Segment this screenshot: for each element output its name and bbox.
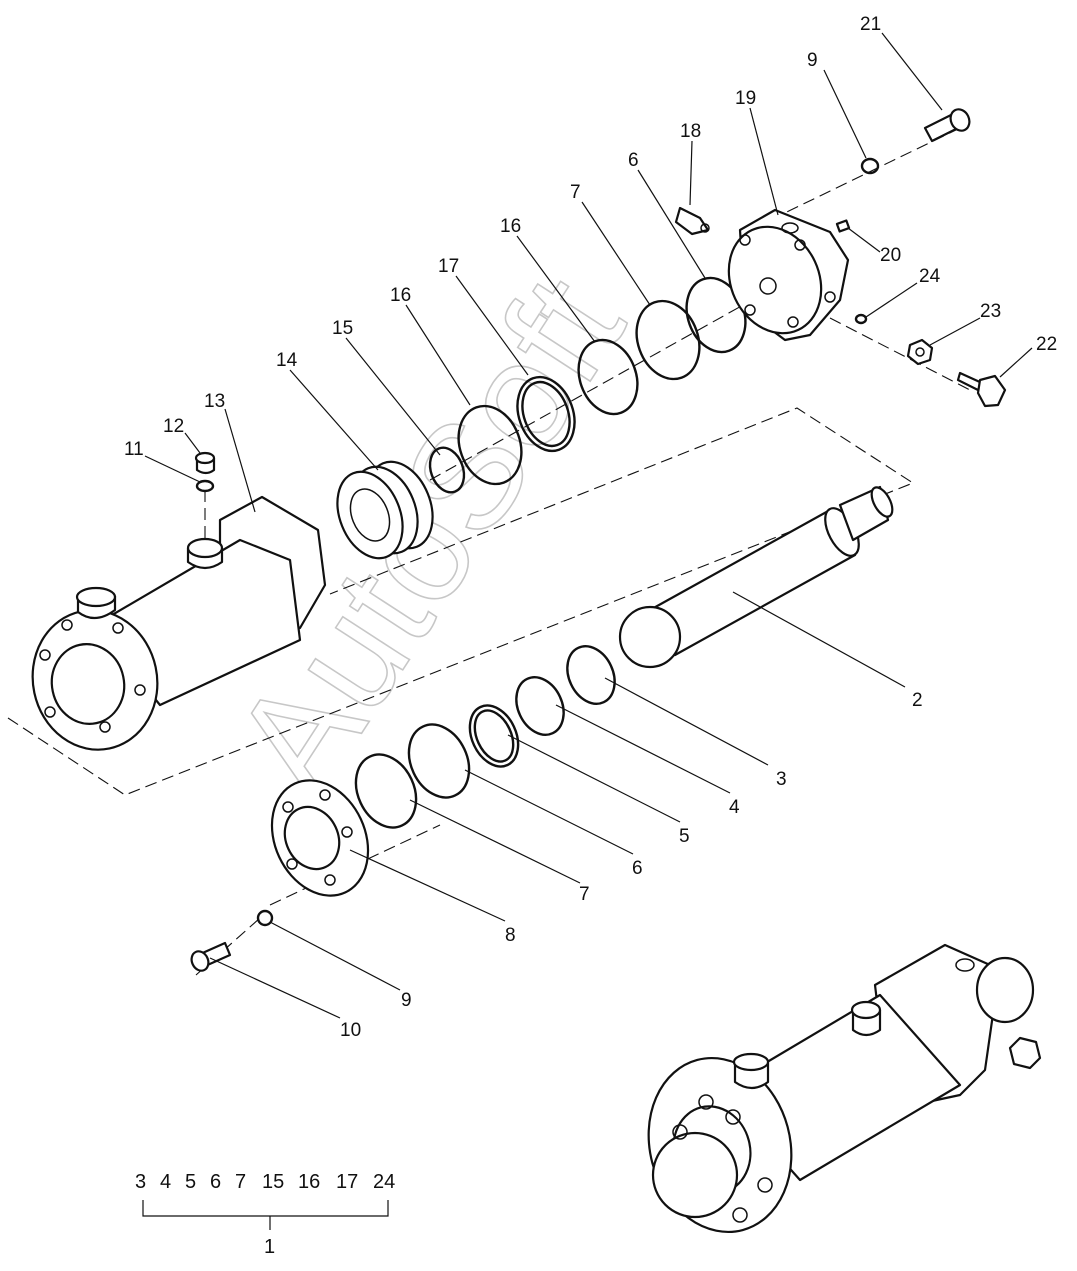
callout-3: 3 — [776, 769, 787, 790]
callout-2: 2 — [912, 690, 923, 711]
seal-washer-small — [195, 479, 215, 493]
callout-5: 5 — [679, 826, 690, 847]
hex-bolt — [956, 371, 1007, 408]
callout-23: 23 — [980, 301, 1001, 322]
piston — [336, 460, 434, 560]
kit-item: 4 — [160, 1171, 171, 1193]
leader-lines — [144, 32, 1033, 1019]
callout-6-upper: 6 — [628, 150, 639, 171]
plug-screw — [194, 451, 216, 475]
rod-end-flange — [270, 779, 370, 897]
socket-cap-screw-lower — [190, 941, 232, 972]
callout-12: 12 — [163, 416, 184, 437]
callout-24: 24 — [919, 266, 941, 287]
kit-item: 16 — [298, 1171, 320, 1193]
callout-16-lower: 16 — [390, 285, 411, 306]
kit-item: 15 — [262, 1171, 284, 1193]
callout-7-lower: 7 — [579, 884, 590, 905]
callout-17: 17 — [438, 256, 459, 277]
washer-lower — [256, 909, 274, 927]
kit-label: 1 — [264, 1236, 275, 1258]
callout-20: 20 — [880, 245, 901, 266]
callout-16-upper: 16 — [500, 216, 521, 237]
callout-labels: 21 9 19 18 6 7 16 17 16 15 14 13 12 11 2… — [124, 14, 1057, 1041]
kit-item: 6 — [210, 1171, 221, 1193]
socket-cap-screw-upper — [923, 108, 971, 143]
callout-9-upper: 9 — [807, 50, 818, 71]
callout-21: 21 — [860, 14, 881, 35]
piston-rod — [618, 485, 894, 669]
callout-14: 14 — [276, 350, 298, 371]
callout-15: 15 — [332, 318, 353, 339]
callout-4: 4 — [729, 797, 740, 818]
kit-item: 3 — [135, 1171, 146, 1193]
cylinder-barrel — [31, 495, 327, 751]
small-plug — [835, 219, 851, 233]
cylinder-head — [727, 208, 850, 342]
callout-8: 8 — [505, 925, 516, 946]
callout-10: 10 — [340, 1020, 361, 1041]
bleed-valve — [674, 206, 710, 236]
callout-11: 11 — [124, 439, 144, 460]
callout-13: 13 — [204, 391, 225, 412]
seal-rings-lower — [354, 645, 616, 829]
kit-item: 17 — [336, 1171, 358, 1193]
callout-7-upper: 7 — [570, 182, 581, 203]
callout-19: 19 — [735, 88, 756, 109]
hex-nut — [906, 338, 934, 366]
kit-item: 24 — [373, 1171, 395, 1193]
o-ring-small — [854, 313, 868, 325]
callout-9-lower: 9 — [401, 990, 412, 1011]
kit-bracket: 3 4 5 6 7 15 16 17 24 1 — [135, 1171, 395, 1258]
callout-18: 18 — [680, 121, 701, 142]
callout-6-lower: 6 — [632, 858, 643, 879]
kit-item: 7 — [235, 1171, 246, 1193]
washer-upper — [860, 157, 880, 175]
assembled-cylinder-view — [647, 943, 1042, 1234]
callout-22: 22 — [1036, 334, 1057, 355]
kit-item: 5 — [185, 1171, 196, 1193]
